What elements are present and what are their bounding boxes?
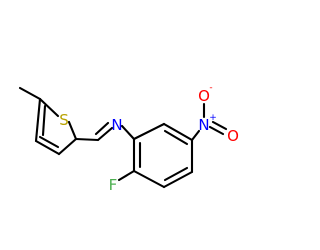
nitro-nitrogen-label: N xyxy=(198,116,209,134)
imine-nitrogen-label: N xyxy=(111,116,122,134)
fluorine-atom-label: F xyxy=(109,176,118,194)
imine-double-bond-inner xyxy=(94,121,110,136)
imine-double-bond-outer xyxy=(96,126,114,142)
sulfur-atom-label: S xyxy=(59,111,69,129)
ring-bond-s-c2 xyxy=(67,120,78,141)
ring-to-nitro-bond xyxy=(190,129,201,142)
ring-bond-c4-c5-inner xyxy=(41,104,47,137)
ring-to-ch-bond xyxy=(74,137,100,142)
c-f-bond xyxy=(117,169,136,182)
oxygen-negative-charge: - xyxy=(209,83,212,93)
nitro-positive-charge: + xyxy=(209,113,217,123)
structure-canvas: S N N + O - O F xyxy=(18,83,239,194)
ring-bond-c5-s xyxy=(38,97,60,118)
methyl-bond xyxy=(18,86,42,101)
nitro-n-o-right-double-bond-1 xyxy=(208,125,225,136)
n-to-ring-bond xyxy=(120,124,136,141)
benzene-bond-2-3-inner xyxy=(163,129,189,146)
benzene-bond-4-5 xyxy=(162,170,194,189)
ring-bond-c4-c5 xyxy=(34,97,42,143)
oxygen-top-label: O xyxy=(198,87,210,105)
oxygen-right-label: O xyxy=(227,127,239,145)
benzene-bond-5-6 xyxy=(132,169,166,189)
benzene-bond-4-5-inner xyxy=(163,166,189,182)
benzene-bond-1-2 xyxy=(132,122,166,141)
nitro-n-o-right-double-bond-2 xyxy=(211,120,228,131)
benzene-bond-2-3 xyxy=(162,122,194,142)
ring-bond-c3-c4-inner xyxy=(38,135,60,149)
molecule-diagram: S N N + O - O F xyxy=(18,83,239,194)
ring-bond-c3-c4 xyxy=(34,139,61,156)
ring-bond-c2-c3 xyxy=(57,137,78,156)
